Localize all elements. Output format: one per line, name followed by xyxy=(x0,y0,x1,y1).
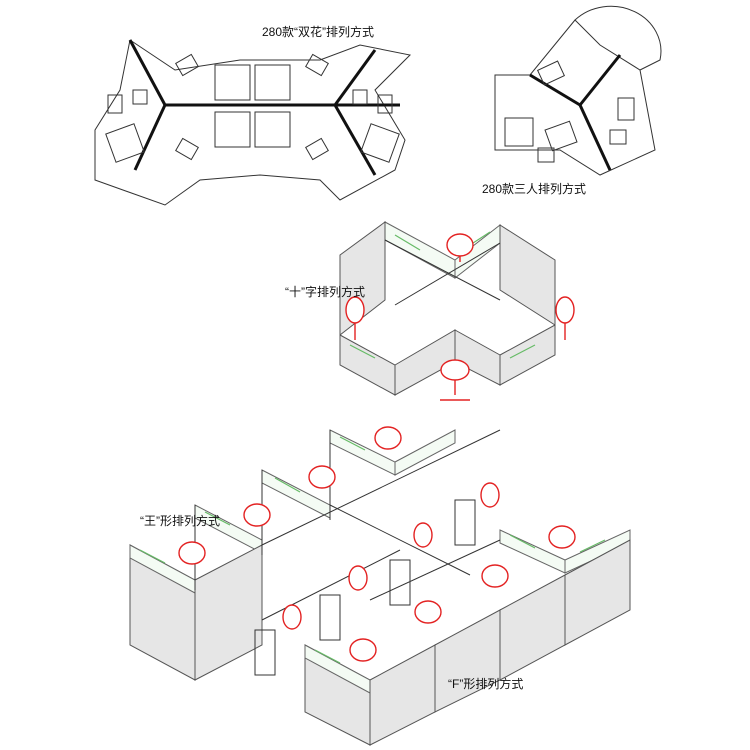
double-flower-layout xyxy=(94,39,412,206)
f-chair-3 xyxy=(414,600,442,624)
label-cross: “十”字排列方式 xyxy=(285,285,365,299)
wang-chair-3 xyxy=(243,503,271,527)
cross-layout xyxy=(339,221,575,401)
cross-chair-right xyxy=(555,296,575,340)
wang-chair-5 xyxy=(480,482,500,508)
f-chair-4 xyxy=(349,638,377,662)
wang-chair-8 xyxy=(282,604,302,630)
wang-chair-4 xyxy=(178,541,206,565)
wang-chair-7 xyxy=(348,565,368,591)
f-chair-2 xyxy=(481,564,509,588)
three-person-layout xyxy=(494,5,662,176)
wang-chair-6 xyxy=(413,522,433,548)
cross-chair-left xyxy=(345,296,365,340)
cross-chair-front xyxy=(440,359,470,401)
f-chair-1 xyxy=(548,525,576,549)
wang-chair-2 xyxy=(308,465,336,489)
label-double-flower: 280款“双花”排列方式 xyxy=(262,25,375,39)
wang-f-layout xyxy=(129,426,631,746)
label-f-shape: “F”形排列方式 xyxy=(448,677,524,691)
wang-chair-1 xyxy=(374,426,402,450)
label-three-person: 280款三人排列方式 xyxy=(482,182,587,196)
cross-chair-top xyxy=(446,233,474,262)
label-wang: “王”形排列方式 xyxy=(140,514,220,528)
